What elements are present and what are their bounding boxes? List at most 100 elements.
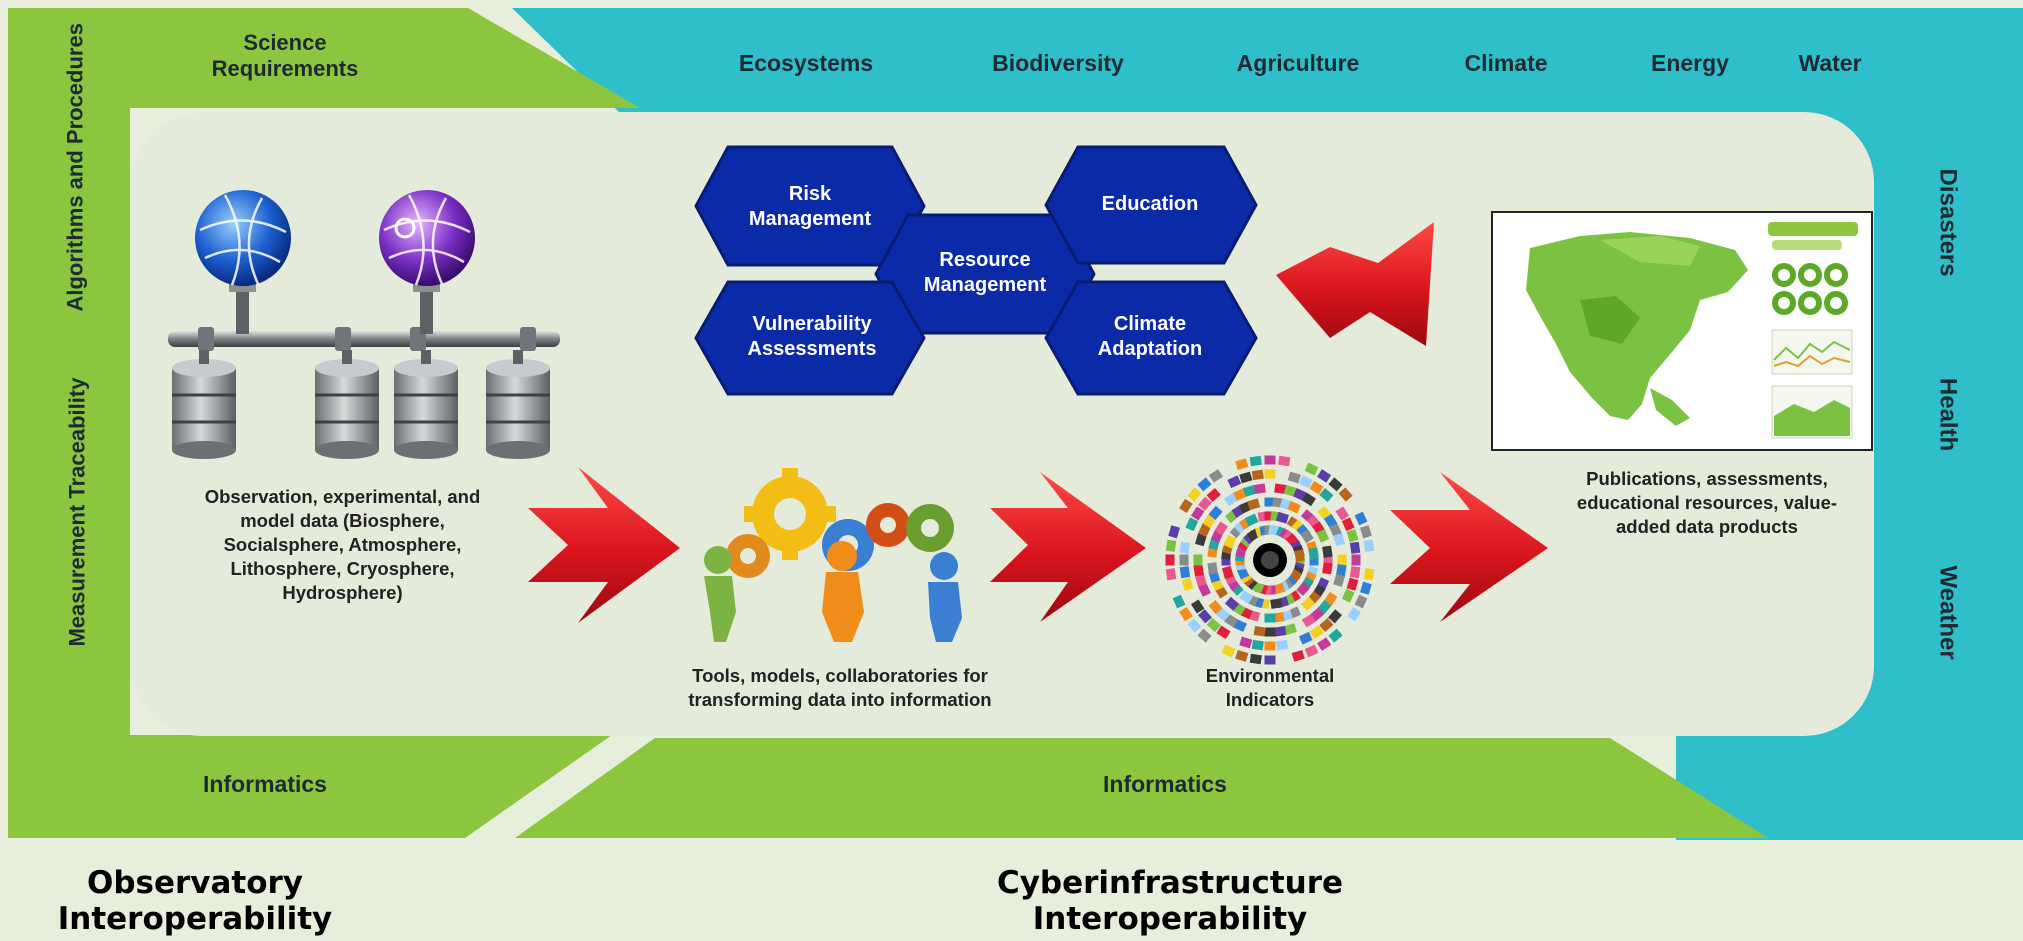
indicator-tile [1309,554,1319,566]
hex-label-risk-management: Risk Management [748,183,872,230]
indicator-tile [1323,554,1333,566]
environmental-indicators-wheel [1165,455,1375,665]
indicator-tile [1283,623,1297,635]
topic-energy: Energy [1651,50,1729,76]
arrow-feedback-left [1276,222,1434,346]
indicator-tile [1354,594,1368,609]
indicator-tile [1293,488,1307,501]
indicator-tile [1198,583,1211,597]
indicator-tile [1264,613,1276,623]
hex-label-education: Education [1101,193,1199,215]
hexagon-climate-adaptation [1044,280,1258,396]
indicator-tile [1168,525,1180,539]
indicator-tile [1208,599,1223,615]
indicator-tile [1179,498,1193,513]
indicator-tile [1197,496,1213,511]
infographic-panel [1768,222,1858,439]
indicator-tile [1319,487,1334,503]
indicator-tile [1347,607,1361,622]
observatory-interoperability-title: Observatory Interoperability [57,865,333,937]
indicator-tile [1249,455,1262,467]
side-label-weather: Weather [1934,565,1962,660]
indicator-tile [1187,618,1202,633]
indicator-tile [1244,513,1259,527]
indicator-tile [1270,598,1283,609]
indicator-tile [1208,469,1223,483]
north-america-map-illustration [1526,232,1748,426]
topic-agriculture: Agriculture [1236,50,1360,76]
indicator-tile [1207,562,1218,575]
indicator-tile [1301,613,1316,628]
indicator-tile [1239,590,1254,604]
indicator-tile [1316,529,1330,543]
indicator-tile [1283,485,1297,497]
hex-label-climate-adaptation: Climate Adaptation [1097,313,1203,360]
indicator-tile [1179,541,1191,554]
indicator-tile [1301,492,1316,507]
indicator-tile [1253,626,1266,637]
indicator-tile [1233,619,1247,632]
indicator-tile [1197,477,1212,492]
indicator-tile [1329,523,1342,537]
indicator-tile [1275,511,1289,524]
indicator-tile [1319,617,1334,633]
science-requirements-label: Science Requirements [211,30,359,82]
indicator-tile [1195,533,1207,547]
indicator-tile [1223,534,1237,549]
indicator-tile [1221,565,1234,579]
indicator-tile [1328,628,1343,643]
indicator-tile [1278,455,1291,467]
indicator-tile [1235,650,1249,662]
database-cylinders [172,350,550,459]
indicator-tile [1221,554,1231,566]
indicator-tile [1264,641,1276,651]
arrow-flow-3 [1390,472,1548,622]
indicator-tile [1251,469,1264,481]
indicator-tile [1294,549,1305,562]
hex-label-resource-management: Resource Management [923,249,1047,296]
topic-climate: Climate [1464,50,1548,76]
green-bottom-left [8,735,612,838]
indicator-tile [1287,500,1301,514]
indicator-tile [1251,639,1264,651]
indicator-tile [1349,566,1361,579]
indicator-tile [1243,485,1257,497]
indicator-tile [1300,529,1314,544]
indicator-tile [1298,631,1313,645]
indicator-tile [1235,458,1249,470]
indicator-tile [1193,564,1204,577]
topic-water: Water [1798,50,1862,76]
indicator-tile [1198,523,1211,537]
indicator-tile [1274,626,1287,637]
indicator-tile [1304,462,1319,476]
publications-description: Publications, assessments, educational r… [1576,468,1838,538]
arrow-flow-1 [528,467,680,623]
indicator-tile [1351,554,1361,566]
indicator-tile [1193,554,1203,566]
environmental-indicators-label: Environmental Indicators [1205,665,1335,711]
indicator-tile [1190,506,1205,521]
indicator-tile [1216,625,1231,640]
observation-data-description: Observation, experimental, and model dat… [204,486,481,604]
indicator-tile [1291,650,1305,662]
informatics-center-label: Informatics [1103,771,1227,797]
indicator-tile [1309,625,1324,640]
indicator-tile [1322,562,1333,575]
indicator-tile [1179,566,1191,579]
indicator-tile [1341,588,1355,603]
indicator-tile [1317,637,1332,651]
indicator-tile [1304,644,1319,658]
indicator-tile [1206,487,1221,503]
indicator-tile [1322,545,1333,558]
indicator-tile [1187,487,1202,502]
indicator-tile [1181,577,1194,591]
indicator-tile [1253,483,1266,494]
indicator-tile [1165,568,1177,581]
indicator-tile [1337,554,1347,566]
green-bottom-center [515,738,1768,838]
indicator-tile [1165,554,1175,566]
indicator-tile [1323,514,1338,529]
topic-biodiversity: Biodiversity [992,50,1124,76]
indicator-tile [1264,627,1276,637]
